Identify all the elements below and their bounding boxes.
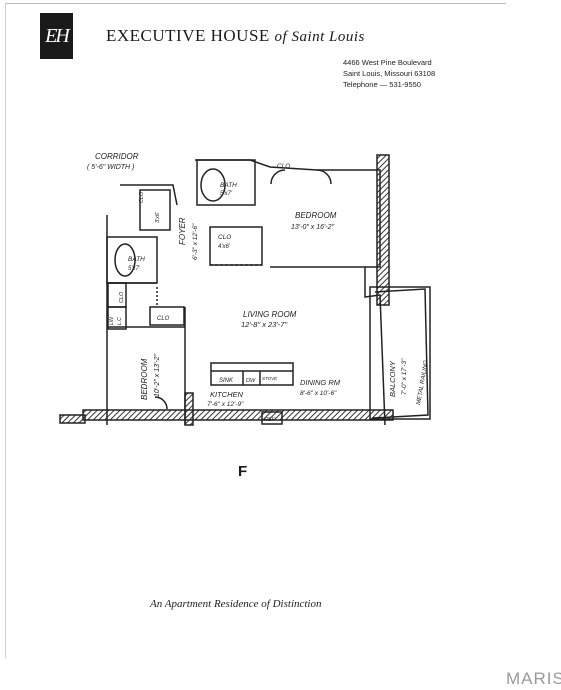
floor-plan: CORRIDOR ( 5'-6" WIDTH ) CLO CLO 3'x6' B… xyxy=(59,152,431,426)
address-street: 4466 West Pine Boulevard xyxy=(343,58,432,67)
closet-label: CLO xyxy=(277,163,290,170)
bath-2-label: BATH xyxy=(128,256,145,263)
address-city: Saint Louis, Missouri 63108 xyxy=(343,69,436,78)
dining-label: DINING RM xyxy=(300,378,341,387)
dining-dims: 8'-6" x 10'-6" xyxy=(300,390,337,397)
bedroom-2-dims: 10'-2" x 13'-2" xyxy=(154,353,161,397)
bedroom-1-label: BEDROOM xyxy=(295,211,337,220)
brand-logo: EH xyxy=(40,13,73,59)
plan-walls xyxy=(59,154,431,426)
title-main: EXECUTIVE HOUSE xyxy=(106,26,270,45)
bath-1-dims: 5'x7' xyxy=(220,191,233,197)
kitchen-dims: 7'-6" x 12'-9" xyxy=(207,401,244,408)
living-room-label: LIVING ROOM xyxy=(243,310,297,319)
corridor-label: CORRIDOR xyxy=(95,152,139,161)
foyer-label: FOYER xyxy=(178,217,187,245)
balcony-label: BALCONY xyxy=(388,360,397,397)
tagline: An Apartment Residence of Distinction xyxy=(150,598,322,610)
bath-1-label: BATH xyxy=(220,182,237,189)
bedroom-2-label: BEDROOM xyxy=(140,358,149,400)
foyer-dims: 6'-3" x 12'-6" xyxy=(192,223,199,260)
balcony-dims: 7'-0" x 17'-3" xyxy=(401,358,408,395)
range-label: STOVE xyxy=(262,376,278,381)
page-title: EXECUTIVE HOUSE of Saint Louis xyxy=(106,26,365,46)
page-edge xyxy=(6,3,506,4)
kitchen-label: KITCHEN xyxy=(210,390,244,399)
watermark: MARIS xyxy=(506,669,561,688)
closet-2-dims: 4'x6' xyxy=(218,244,231,250)
page-edge xyxy=(5,3,6,658)
ref-label: REF xyxy=(264,417,276,423)
plan-letter: F xyxy=(238,463,248,480)
closet-small-dims: 3'x6' xyxy=(155,211,161,223)
closet-3-label: CLO xyxy=(119,291,125,303)
linen-closet-label: LIN xyxy=(109,317,115,325)
closet-small-label: CLO xyxy=(139,191,145,203)
bedroom-1-dims: 13'-0" x 16'-2" xyxy=(291,224,335,231)
address-block: 4466 West Pine Boulevard Saint Louis, Mi… xyxy=(343,57,435,90)
dw-label: DW xyxy=(246,378,256,384)
living-room-dims: 12'-8" x 23'-7" xyxy=(241,320,287,329)
closet-4-label: CLO xyxy=(157,316,170,322)
title-script: of Saint Louis xyxy=(274,29,365,45)
closet-2-label: CLO xyxy=(218,234,231,241)
sink-label: SINK xyxy=(219,378,234,384)
linen-closet-label-2: L.C xyxy=(117,317,123,325)
address-phone: Telephone — 531-9550 xyxy=(343,80,421,89)
plan-labels: CORRIDOR ( 5'-6" WIDTH ) CLO CLO 3'x6' B… xyxy=(87,152,430,423)
bath-2-dims: 5'x7' xyxy=(128,266,141,272)
corridor-width: ( 5'-6" WIDTH ) xyxy=(87,164,134,171)
